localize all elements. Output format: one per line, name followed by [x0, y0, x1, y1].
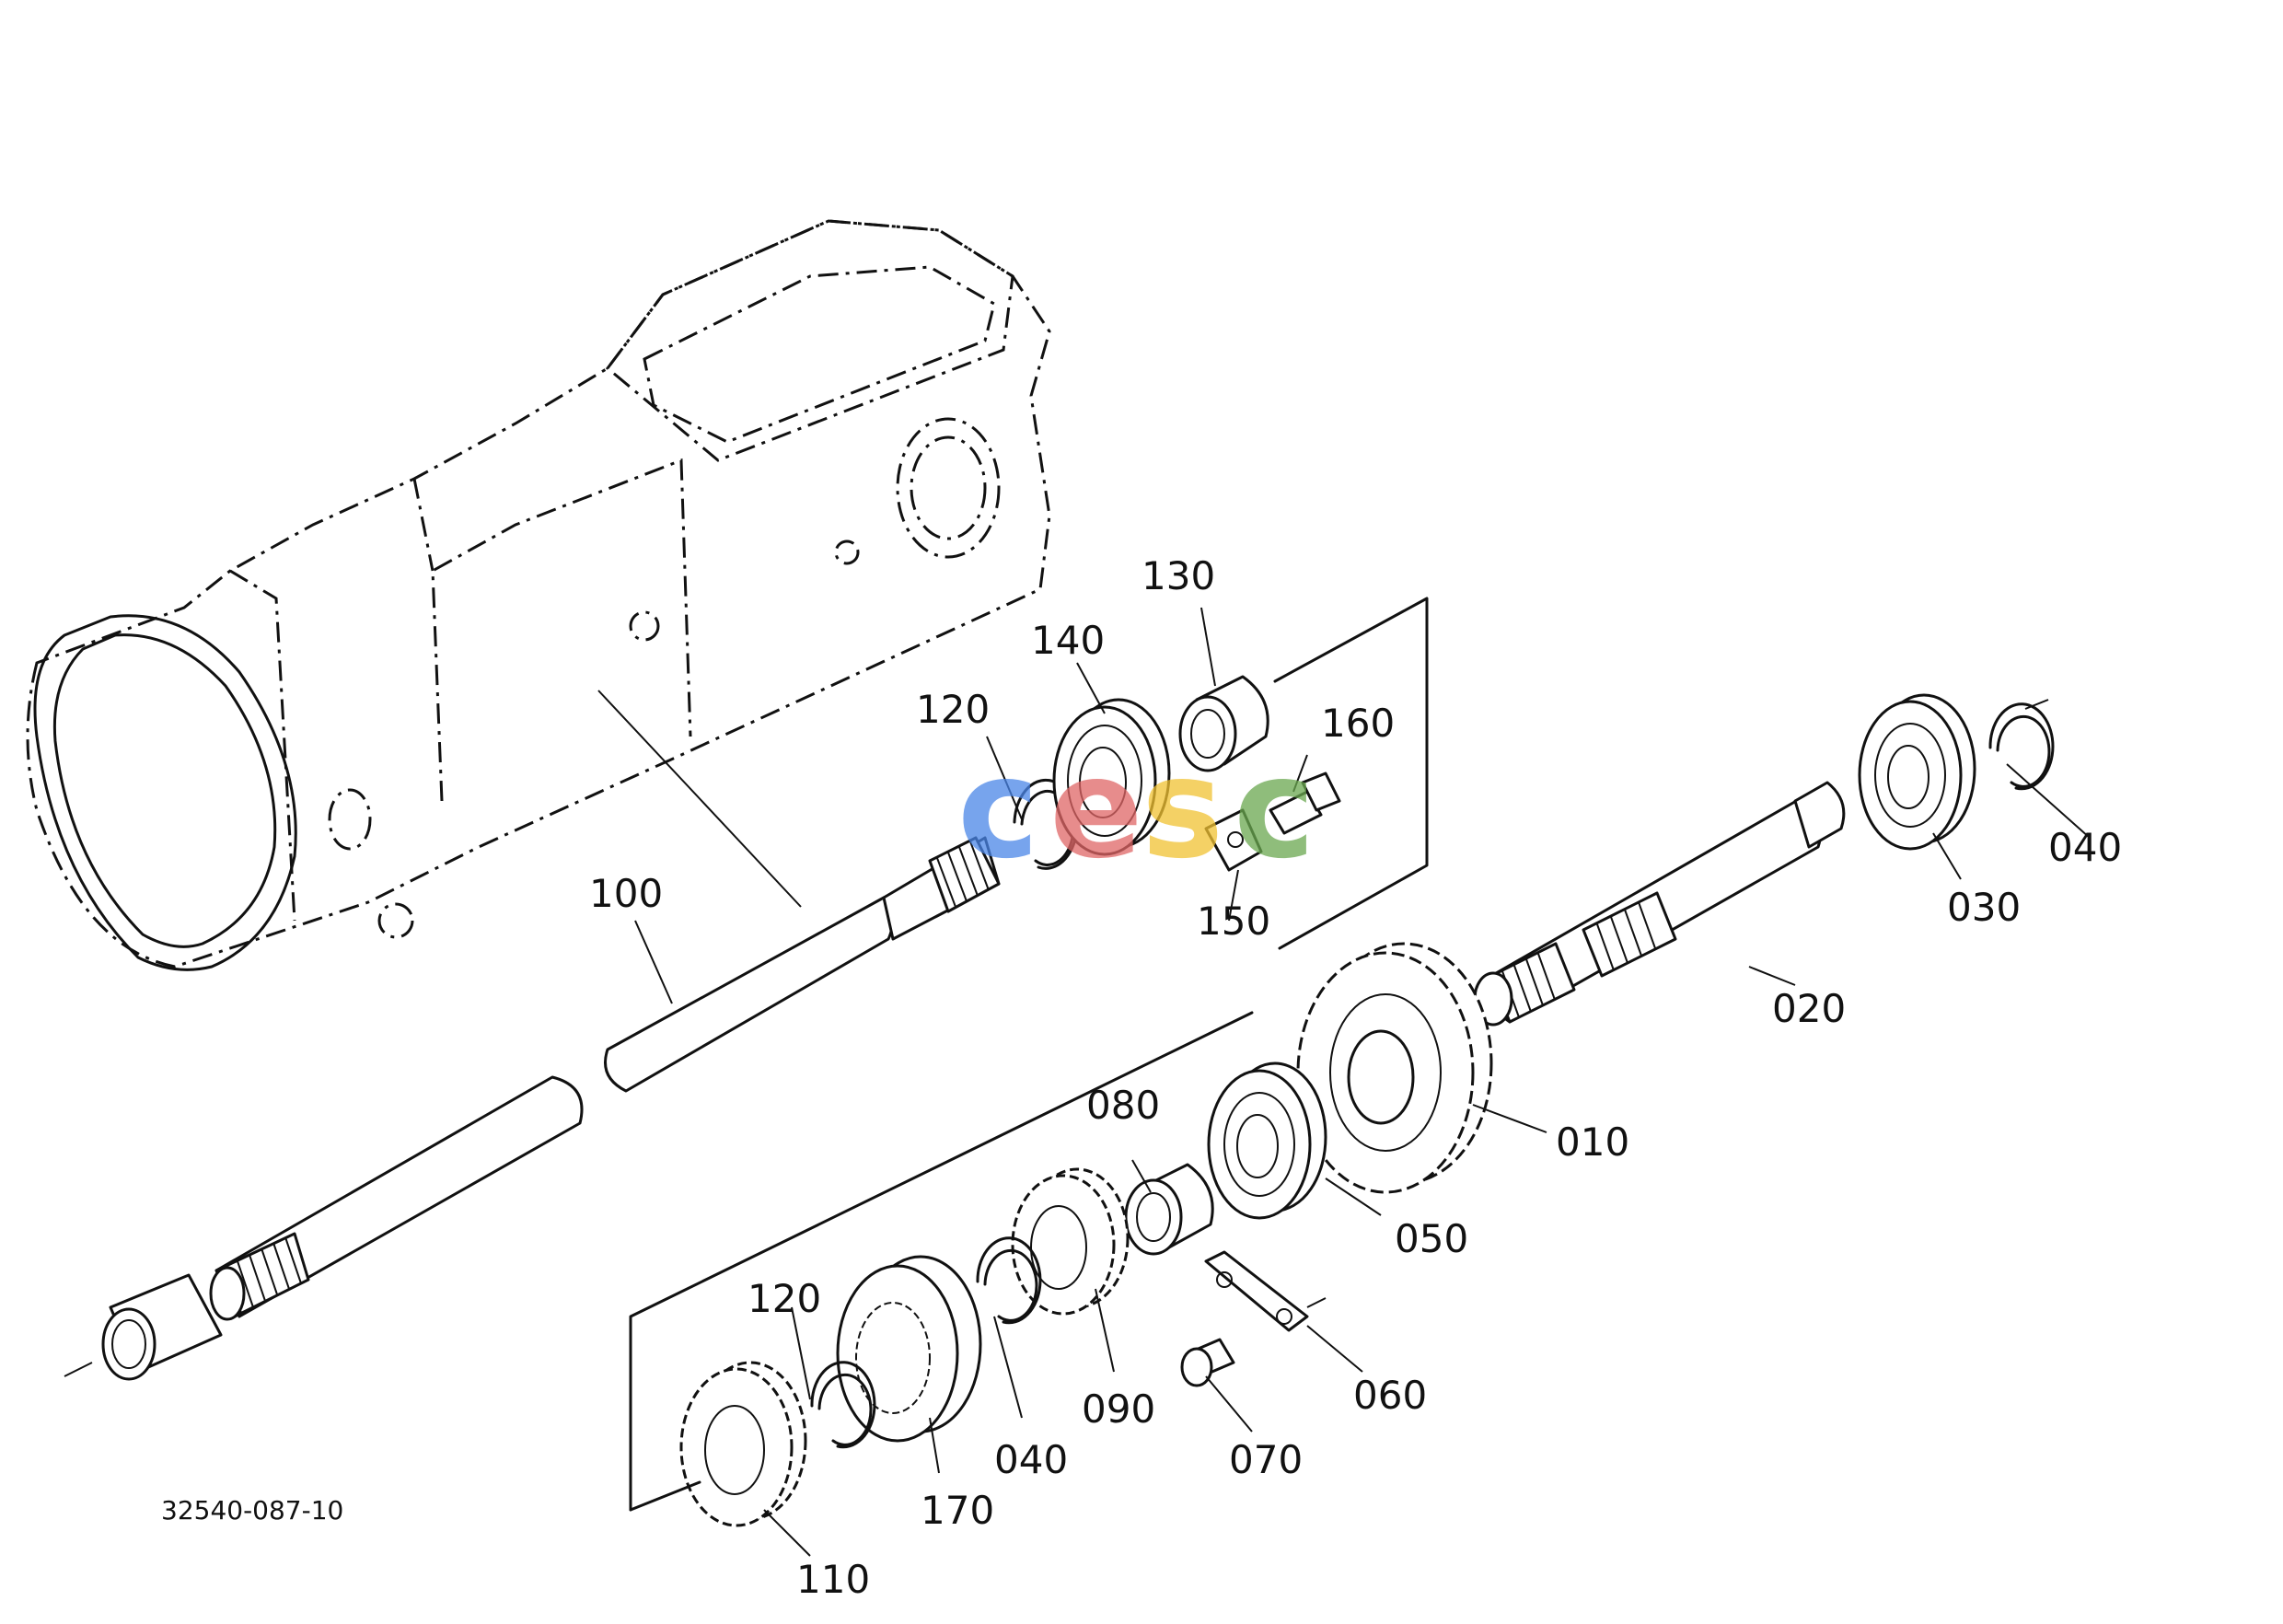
- callout-160: 160: [1321, 701, 1395, 746]
- callout-070: 070: [1229, 1437, 1303, 1482]
- callout-010: 010: [1556, 1119, 1629, 1165]
- circlip-120-bottom: [810, 1361, 876, 1449]
- svg-text:c: c: [957, 729, 1039, 889]
- callout-110: 110: [796, 1557, 870, 1602]
- callout-120-top: 120: [916, 687, 990, 732]
- circlip-040-bottom: [976, 1236, 1042, 1325]
- gear-090: [1011, 1167, 1130, 1316]
- callout-090: 090: [1082, 1386, 1155, 1432]
- callout-labels: 130 140 120 160 150 100 040 030 020 010 …: [161, 553, 2122, 1602]
- watermark-logo: c e s c: [957, 729, 1315, 889]
- shaft-020: [1473, 781, 1846, 1027]
- callout-120-bottom: 120: [747, 1276, 821, 1321]
- callout-170: 170: [921, 1488, 994, 1533]
- callout-030: 030: [1947, 885, 2021, 930]
- callout-130: 130: [1142, 553, 1215, 598]
- bolt-070: [1180, 1338, 1235, 1387]
- collar-130: [1178, 675, 1269, 772]
- bearing-030: [1858, 693, 1976, 851]
- callout-080: 080: [1086, 1083, 1160, 1128]
- plate-150: [1204, 808, 1263, 872]
- callout-020: 020: [1772, 986, 1846, 1031]
- leader-lines: [634, 607, 2091, 1557]
- svg-text:c: c: [1234, 729, 1315, 889]
- bolt-160: [1269, 771, 1341, 835]
- callout-040-top: 040: [2048, 825, 2122, 870]
- diagram-id: 32540-087-10: [161, 1495, 343, 1525]
- gear-110: [679, 1361, 807, 1527]
- collar-080: [1124, 1163, 1214, 1256]
- callout-050: 050: [1395, 1216, 1468, 1261]
- transmission-housing-outline: [26, 219, 1051, 971]
- lower-group-frame: [629, 1011, 1254, 1512]
- shifter-hub-170: [836, 1255, 982, 1443]
- shaft-100: [64, 836, 1001, 1381]
- svg-text:e: e: [1049, 729, 1143, 889]
- callout-060: 060: [1353, 1373, 1427, 1418]
- circlip-040-top: [1988, 699, 2055, 791]
- callout-040-bottom: 040: [994, 1437, 1068, 1482]
- upper-group-frame: [1273, 597, 1429, 950]
- callout-140: 140: [1031, 618, 1105, 663]
- bearing-140: [1052, 698, 1171, 856]
- callout-100: 100: [589, 871, 663, 916]
- svg-text:s: s: [1142, 729, 1223, 889]
- bearing-050: [1207, 1061, 1327, 1220]
- plate-060: [1204, 1250, 1327, 1332]
- callout-150: 150: [1197, 899, 1270, 944]
- gear-010: [1296, 942, 1493, 1194]
